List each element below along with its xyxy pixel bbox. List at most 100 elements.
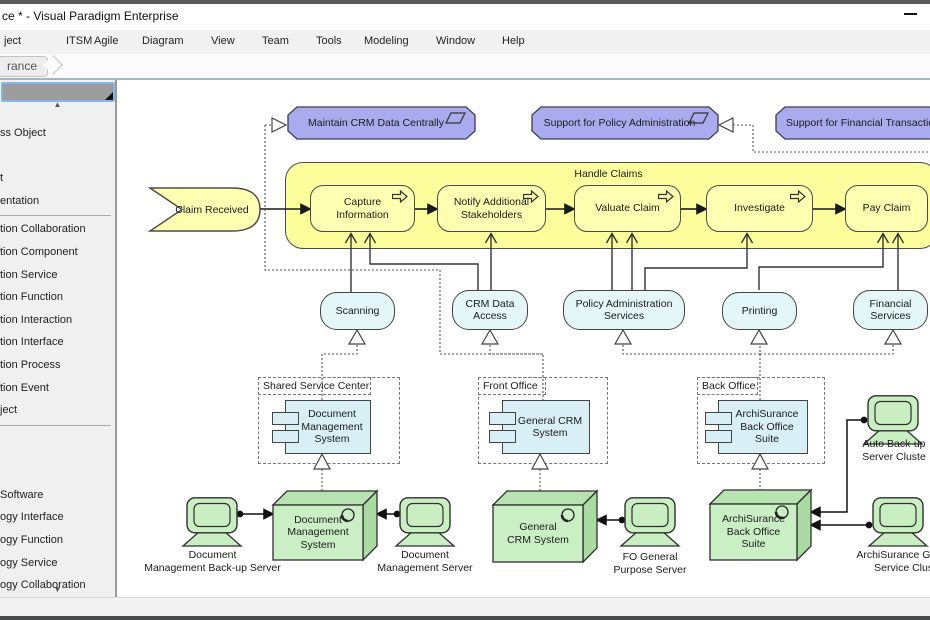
palette-item-ject[interactable]: ject — [0, 404, 18, 417]
palette-item-tion-process[interactable]: tion Process — [0, 358, 61, 371]
component-document-management-system[interactable]: Document Management System — [285, 400, 371, 454]
palette-item-blank-1[interactable] — [0, 145, 115, 168]
palette-scroll-down-icon[interactable]: ▼ — [53, 585, 62, 594]
process-pay-claim[interactable]: Pay Claim — [845, 185, 928, 232]
process-label: Pay Claim — [862, 202, 911, 215]
device-label: Document Management Back-up Server — [144, 549, 281, 574]
app-service-maintain-crm-data-centrally[interactable]: Maintain CRM Data Centrally — [287, 106, 476, 140]
menu-item-help[interactable]: Help — [502, 35, 525, 47]
menu-item-team[interactable]: Team — [262, 35, 289, 47]
process-valuate-claim[interactable]: Valuate Claim — [574, 185, 681, 232]
component-tab-icon — [272, 412, 299, 425]
main-area: ▲ ss Object t entation tion Collaboration ti… — [0, 78, 930, 597]
container-label: Handle Claims — [574, 168, 643, 180]
component-tab-icon — [705, 412, 732, 425]
service-printing[interactable]: Printing — [722, 292, 797, 330]
palette-scroll-up-icon[interactable]: ▲ — [53, 100, 62, 109]
monitor-icon — [862, 395, 924, 445]
node-general-crm-system[interactable]: General CRM System — [491, 489, 601, 566]
menu-item-window[interactable]: Window — [436, 35, 476, 47]
breadcrumb-bar: rance — [0, 54, 930, 78]
component-tab-icon — [705, 430, 732, 443]
service-label: Printing — [741, 304, 778, 317]
component-label: ArchiSurance Back Office Suite — [735, 408, 799, 446]
component-label: General CRM System — [517, 414, 583, 440]
process-label: Valuate Claim — [595, 202, 660, 215]
component-archisurance-back-office-suite[interactable]: ArchiSurance Back Office Suite — [718, 400, 808, 454]
breadcrumb[interactable]: rance — [0, 56, 49, 77]
minimize-icon[interactable] — [904, 13, 917, 15]
palette-item-blank-16[interactable] — [0, 456, 115, 484]
palette-item-list: ss Object t entation tion Collaboration tion… — [0, 122, 115, 597]
selected-cursor-tool[interactable] — [1, 82, 115, 102]
palette-item-tion-interaction[interactable]: tion Interaction — [0, 313, 73, 326]
palette-item-tion-event[interactable]: tion Event — [0, 381, 49, 394]
process-capture-information[interactable]: Capture Information — [310, 185, 415, 232]
process-arrow-icon — [790, 190, 806, 203]
menu-item-modeling[interactable]: Modeling — [364, 35, 409, 47]
palette-item-ogy-collaboration[interactable]: ogy Collaboration — [0, 579, 86, 592]
device-fo-general-purpose-server[interactable] — [615, 497, 685, 547]
process-investigate[interactable]: Investigate — [706, 185, 813, 232]
process-notify-additional-stakeholders[interactable]: Notify Additional Stakeholders — [437, 185, 546, 232]
service-policy-administration-services[interactable]: Policy Administration Services — [563, 290, 685, 330]
menu-item-view[interactable]: View — [211, 35, 235, 47]
palette-item-tion-function[interactable]: tion Function — [0, 291, 63, 304]
monitor-icon — [181, 497, 243, 547]
palette-item-entation[interactable]: entation — [0, 194, 40, 207]
palette-item-t[interactable]: t — [0, 172, 4, 185]
process-arrow-icon — [523, 190, 539, 203]
palette-item-ogy-service[interactable]: ogy Service — [0, 556, 58, 569]
window-top-edge — [0, 0, 930, 4]
palette-item-ogy-function[interactable]: ogy Function — [0, 533, 63, 546]
group-label-back-office: Back Office — [697, 377, 758, 395]
palette-item-ss-object[interactable]: ss Object — [0, 127, 46, 139]
palette-divider — [0, 422, 115, 428]
business-event-claim-received[interactable]: Claim Received — [148, 186, 262, 234]
component-tab-icon — [489, 430, 516, 443]
palette-item-ogy-interface[interactable]: ogy Interface — [0, 511, 64, 524]
service-label: Policy Administration Services — [575, 297, 673, 323]
tool-corner-indicator — [105, 92, 113, 100]
app-service-label: Support for Policy Administration — [543, 116, 696, 129]
device-document-management-backup-server[interactable] — [177, 497, 247, 547]
menu-item-ject[interactable]: ject — [4, 35, 22, 47]
event-label: Claim Received — [175, 203, 249, 216]
device-circle-icon — [340, 508, 355, 523]
node-document-management-system[interactable]: Document Management System — [271, 489, 381, 564]
node-label: ArchiSurance Back Office Suite — [721, 513, 786, 551]
menu-item-agile[interactable]: Agile — [94, 35, 119, 47]
palette-item-tion-component[interactable]: tion Component — [0, 245, 78, 258]
service-label: CRM Data Access — [465, 297, 515, 323]
service-financial-services[interactable]: Financial Services — [853, 290, 928, 330]
node-archisurance-back-office-suite[interactable]: ArchiSurance Back Office Suite — [708, 488, 815, 564]
monitor-icon — [394, 497, 456, 547]
node-label: General CRM System — [507, 521, 569, 546]
menu-item-diagram[interactable]: Diagram — [142, 35, 184, 47]
menu-item-itsm[interactable]: ITSM — [66, 35, 93, 47]
palette-item-tion-collaboration[interactable]: tion Collaboration — [0, 223, 86, 236]
palette-item-tion-interface[interactable]: tion Interface — [0, 336, 64, 349]
device-document-management-server[interactable] — [390, 497, 460, 547]
palette-item-blank-15[interactable] — [0, 428, 115, 456]
service-crm-data-access[interactable]: CRM Data Access — [452, 290, 528, 330]
application-service-icon — [445, 112, 466, 124]
device-label: Document Management Server — [377, 549, 473, 574]
process-label: Capture Information — [336, 196, 389, 221]
menu-item-tools[interactable]: Tools — [316, 35, 342, 47]
device-circle-icon — [774, 505, 789, 520]
diagram-canvas[interactable]: Handle Claims Shared Service Center Fron… — [117, 80, 930, 597]
palette-item-software[interactable]: Software — [0, 488, 44, 501]
device-auto-backup-server-cluster[interactable] — [858, 395, 928, 445]
device-archisurance-general-service-cluster[interactable] — [863, 497, 930, 547]
palette-item-tion-service[interactable]: tion Service — [0, 268, 58, 281]
component-tab-icon — [489, 412, 516, 425]
component-general-crm-system[interactable]: General CRM System — [502, 400, 590, 454]
diagram-tool-palette: ▲ ss Object t entation tion Collaboration ti… — [0, 80, 117, 597]
app-service-support-for-financial-transactions[interactable]: Support for Financial Transactio — [775, 106, 930, 140]
device-circle-icon — [560, 508, 575, 523]
service-scanning[interactable]: Scanning — [320, 292, 395, 330]
app-service-support-for-policy-administration[interactable]: Support for Policy Administration — [531, 106, 719, 140]
device-label: Auto Back-up Server Cluste — [862, 438, 926, 463]
